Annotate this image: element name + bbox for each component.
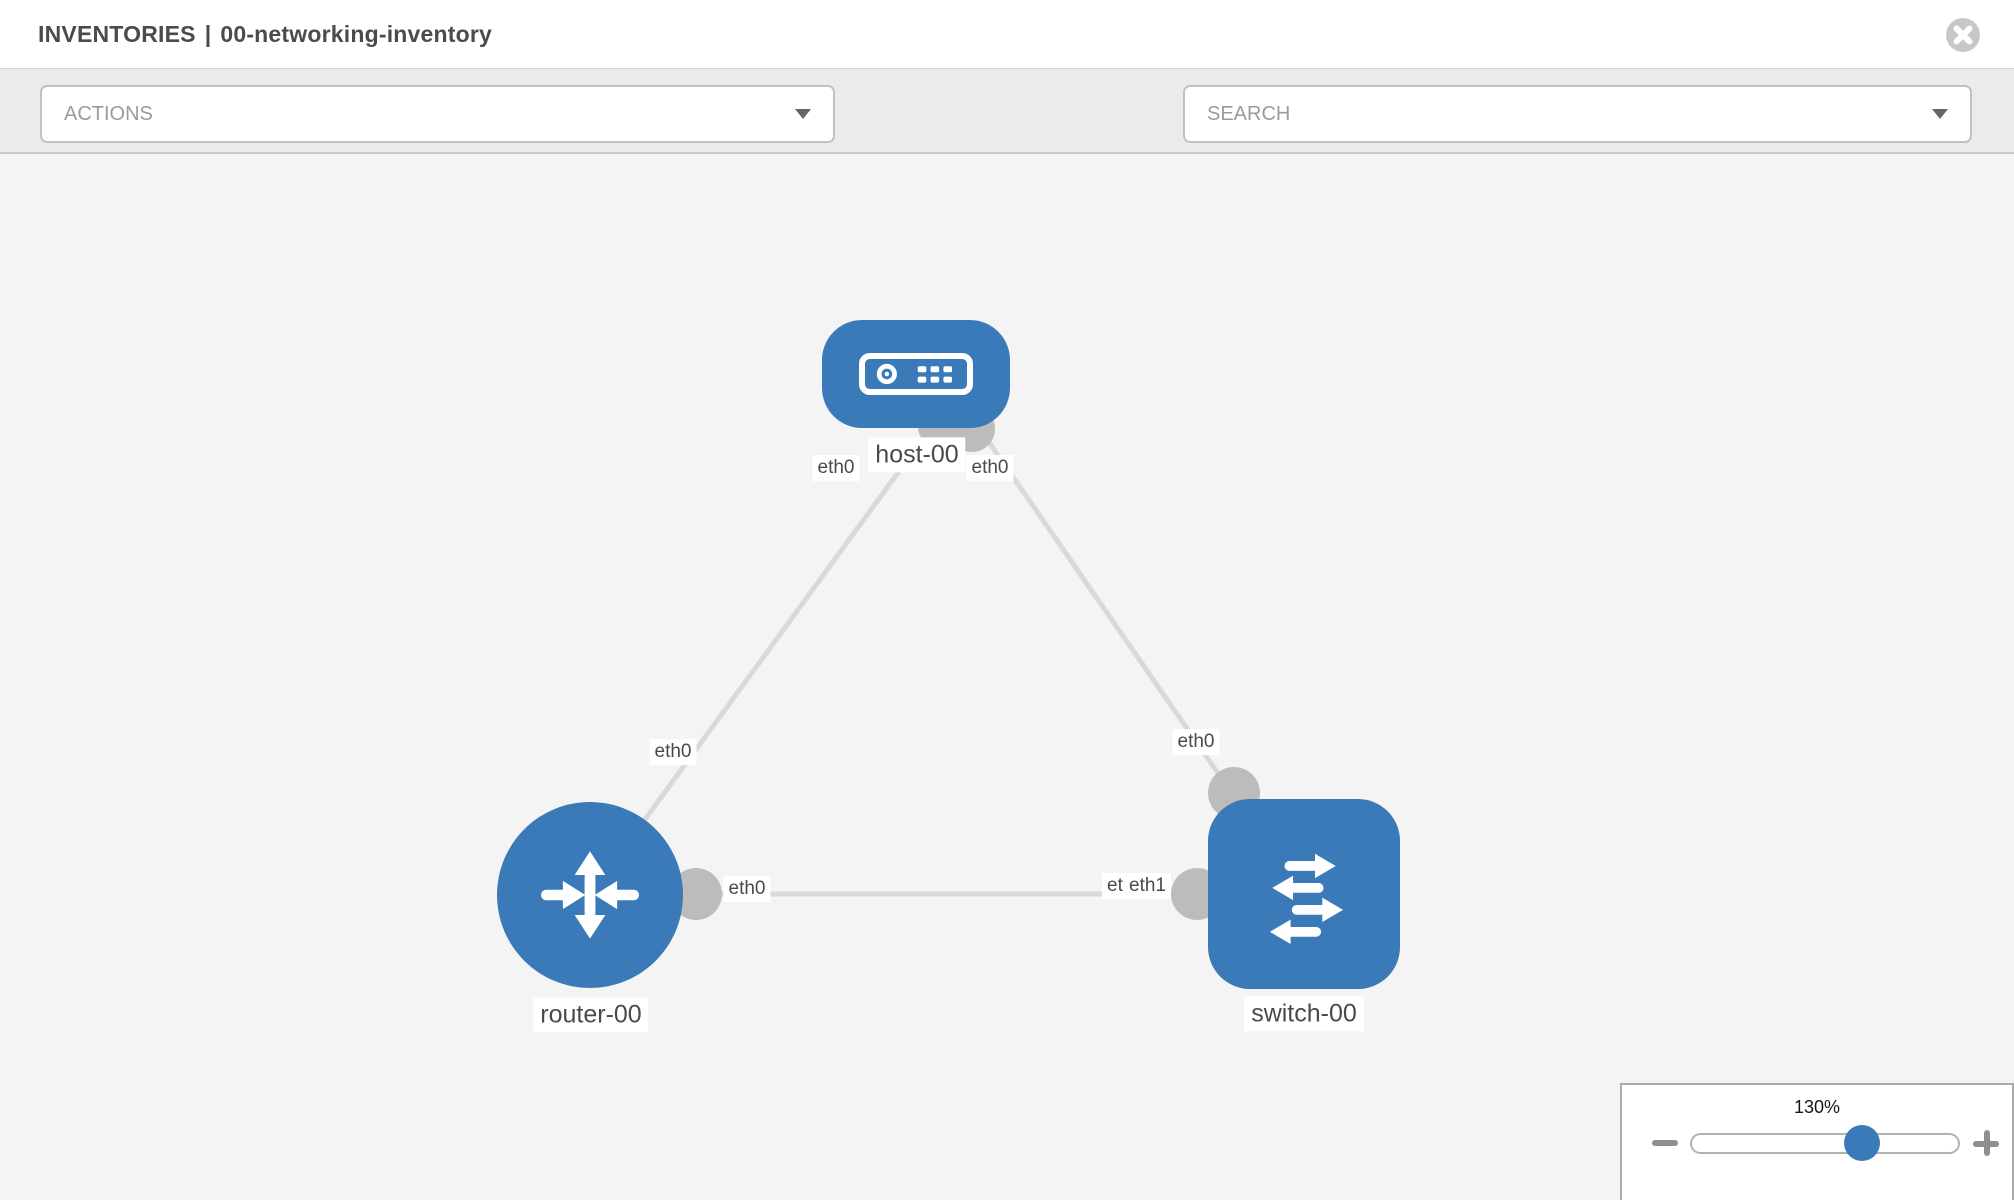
breadcrumb-inventories: INVENTORIES (38, 20, 196, 47)
chevron-down-icon (795, 109, 811, 119)
router-icon (541, 851, 639, 939)
interface-dot (670, 868, 722, 920)
zoom-slider[interactable] (1690, 1125, 1960, 1161)
actions-dropdown[interactable]: ACTIONS (40, 85, 835, 143)
toolbar: ACTIONS SEARC (0, 68, 2014, 198)
actions-dropdown-label: ACTIONS (64, 102, 153, 125)
search-dropdown-label: SEARCH (1207, 102, 1291, 125)
interface-label-host-eth0-right: eth0 (966, 455, 1014, 481)
interface-label-switch-eth1: eth1 (1124, 873, 1171, 899)
topology-canvas[interactable]: host-00 router-00 switch-00 eth0 eth0 et… (0, 154, 2014, 1200)
link-host-router[interactable] (589, 420, 938, 894)
interface-label-router-eth0-up: eth0 (649, 739, 697, 765)
breadcrumb-separator: | (204, 20, 212, 47)
node-label-host: host-00 (868, 437, 966, 473)
zoom-level: 130% (1793, 1097, 1841, 1117)
header: INVENTORIES | 00-networking-inventory (0, 0, 2014, 68)
interface-label-switch-eth0: eth0 (1172, 729, 1220, 755)
inventory-name: 00-networking-inventory (220, 20, 493, 47)
node-switch-00[interactable] (1208, 799, 1400, 989)
zoom-slider-thumb[interactable] (1844, 1125, 1880, 1161)
node-router-00[interactable] (497, 802, 683, 988)
close-button[interactable] (1945, 17, 1981, 53)
minus-icon[interactable] (1652, 1140, 1678, 1146)
links-layer (589, 403, 1260, 920)
node-label-switch: switch-00 (1244, 996, 1364, 1032)
interface-label-router-eth0: eth0 (723, 876, 771, 902)
node-label-router: router-00 (533, 997, 649, 1033)
plus-icon[interactable] (1973, 1130, 1999, 1156)
switch-icon (1269, 853, 1344, 945)
host-icon (859, 353, 973, 395)
node-host-00[interactable] (822, 320, 1010, 428)
page-title: INVENTORIES | 00-networking-inventory (38, 0, 492, 68)
zoom-panel: 130% (1620, 1083, 2014, 1200)
interface-label-host-eth0-left: eth0 (812, 455, 860, 481)
search-dropdown[interactable]: SEARCH (1183, 85, 1972, 143)
close-icon (1946, 18, 1980, 52)
chevron-down-icon (1932, 109, 1948, 119)
